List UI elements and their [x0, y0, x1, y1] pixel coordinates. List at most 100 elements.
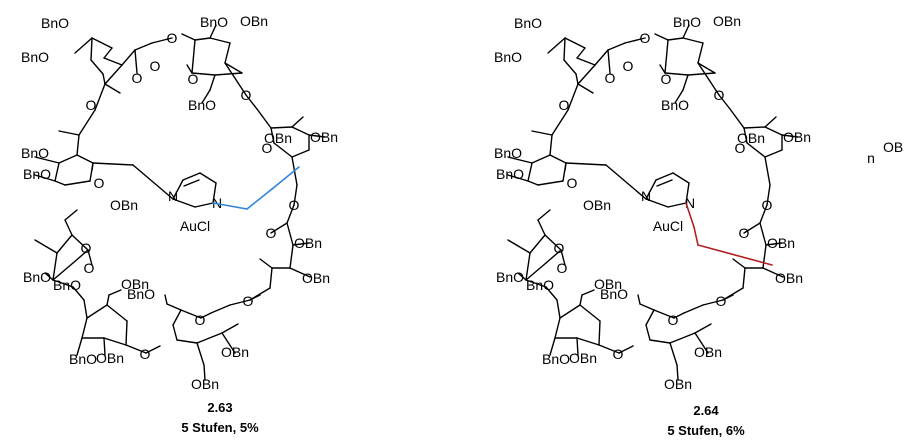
bond	[103, 337, 106, 356]
bond	[224, 62, 247, 96]
bond	[81, 317, 88, 339]
bond	[649, 339, 671, 344]
bond	[764, 156, 771, 186]
bond	[87, 249, 93, 266]
bond	[291, 126, 310, 136]
bond	[200, 312, 212, 319]
atom-label-o: O	[81, 240, 92, 256]
atom-label-bn-o: BnO	[53, 277, 81, 293]
subscript-label: n	[867, 150, 875, 166]
bond	[102, 73, 106, 85]
atom-label-o-bn: OBn	[783, 129, 811, 145]
bond	[125, 320, 128, 346]
atom-label-o: O	[140, 346, 151, 362]
bond	[676, 364, 679, 381]
bond	[781, 134, 799, 138]
bond	[598, 344, 620, 354]
atom-label-bn-o: BnO	[600, 286, 628, 302]
bond	[579, 294, 583, 306]
bond	[743, 126, 766, 129]
bond	[654, 33, 669, 41]
bond	[577, 83, 594, 94]
atom-label-o: O	[84, 260, 95, 276]
bond	[172, 324, 178, 341]
bond	[732, 258, 746, 269]
atom-label-o: O	[640, 30, 651, 46]
bond	[762, 267, 784, 278]
bond	[729, 108, 745, 129]
atom-label-o-bn: OBn	[294, 235, 322, 251]
bond	[86, 304, 108, 319]
atom-label-o-bn: OBn	[302, 270, 330, 286]
bond	[575, 73, 579, 85]
atom-label-bn-o: BnO	[494, 49, 522, 65]
bond	[221, 323, 239, 334]
bond	[567, 83, 579, 111]
linker-bond	[693, 226, 699, 246]
atom-label-bn-o: BnO	[21, 49, 49, 65]
bond	[121, 49, 136, 66]
bond	[91, 37, 113, 49]
atom-label-o-bn: OBn	[121, 276, 149, 292]
bond	[545, 249, 562, 264]
bond	[564, 162, 567, 171]
bond	[718, 94, 731, 110]
bond	[537, 209, 551, 221]
bond	[556, 299, 561, 319]
bond	[674, 89, 684, 104]
yield-caption: 5 Stufen, 6%	[667, 423, 745, 438]
bond	[576, 57, 596, 66]
compound-number: 2.64	[693, 403, 719, 418]
imidazole-bond	[645, 179, 657, 200]
bond	[525, 252, 531, 281]
bond	[765, 242, 783, 246]
bond	[90, 59, 104, 75]
imidazole-bond	[172, 198, 196, 208]
imidazole-bond	[199, 172, 217, 184]
bond	[221, 332, 236, 354]
bond	[544, 234, 562, 251]
bond	[210, 304, 231, 314]
bond	[78, 109, 96, 136]
atom-label-o: O	[167, 30, 178, 46]
bond	[565, 162, 607, 166]
bond	[659, 64, 666, 74]
bond	[764, 126, 783, 136]
atom-label-bn-o: BnO	[23, 166, 51, 182]
bond	[151, 37, 173, 44]
bond	[722, 294, 734, 301]
bond	[176, 339, 198, 344]
bond	[134, 42, 153, 51]
bond	[687, 72, 716, 76]
gold-chloride-label: AuCl	[180, 218, 210, 234]
atom-label-o: O	[661, 71, 672, 87]
bond	[664, 72, 689, 76]
bond	[607, 49, 611, 74]
bond	[181, 33, 196, 41]
atom-label-bn-o: BnO	[514, 15, 542, 31]
bond	[34, 156, 60, 164]
bond	[56, 234, 73, 254]
bond	[91, 162, 94, 171]
bond	[209, 37, 231, 44]
bond	[554, 317, 561, 339]
bond	[191, 72, 216, 76]
bond	[90, 37, 93, 61]
imidazole-double-bond	[183, 179, 200, 187]
bond	[245, 94, 258, 110]
bond	[598, 320, 601, 346]
bond	[563, 59, 577, 75]
atom-label-bn-o: BnO	[127, 286, 155, 302]
bond	[270, 127, 275, 144]
atom-label-o-bn: OBn	[96, 350, 124, 366]
atom-label-o: O	[714, 87, 725, 103]
bond	[618, 345, 634, 354]
bond	[766, 184, 771, 206]
atom-label-o: O	[188, 71, 199, 87]
bond	[273, 142, 293, 158]
bond	[576, 47, 586, 59]
bond	[229, 299, 251, 306]
bond	[196, 332, 223, 344]
bond	[529, 234, 546, 254]
